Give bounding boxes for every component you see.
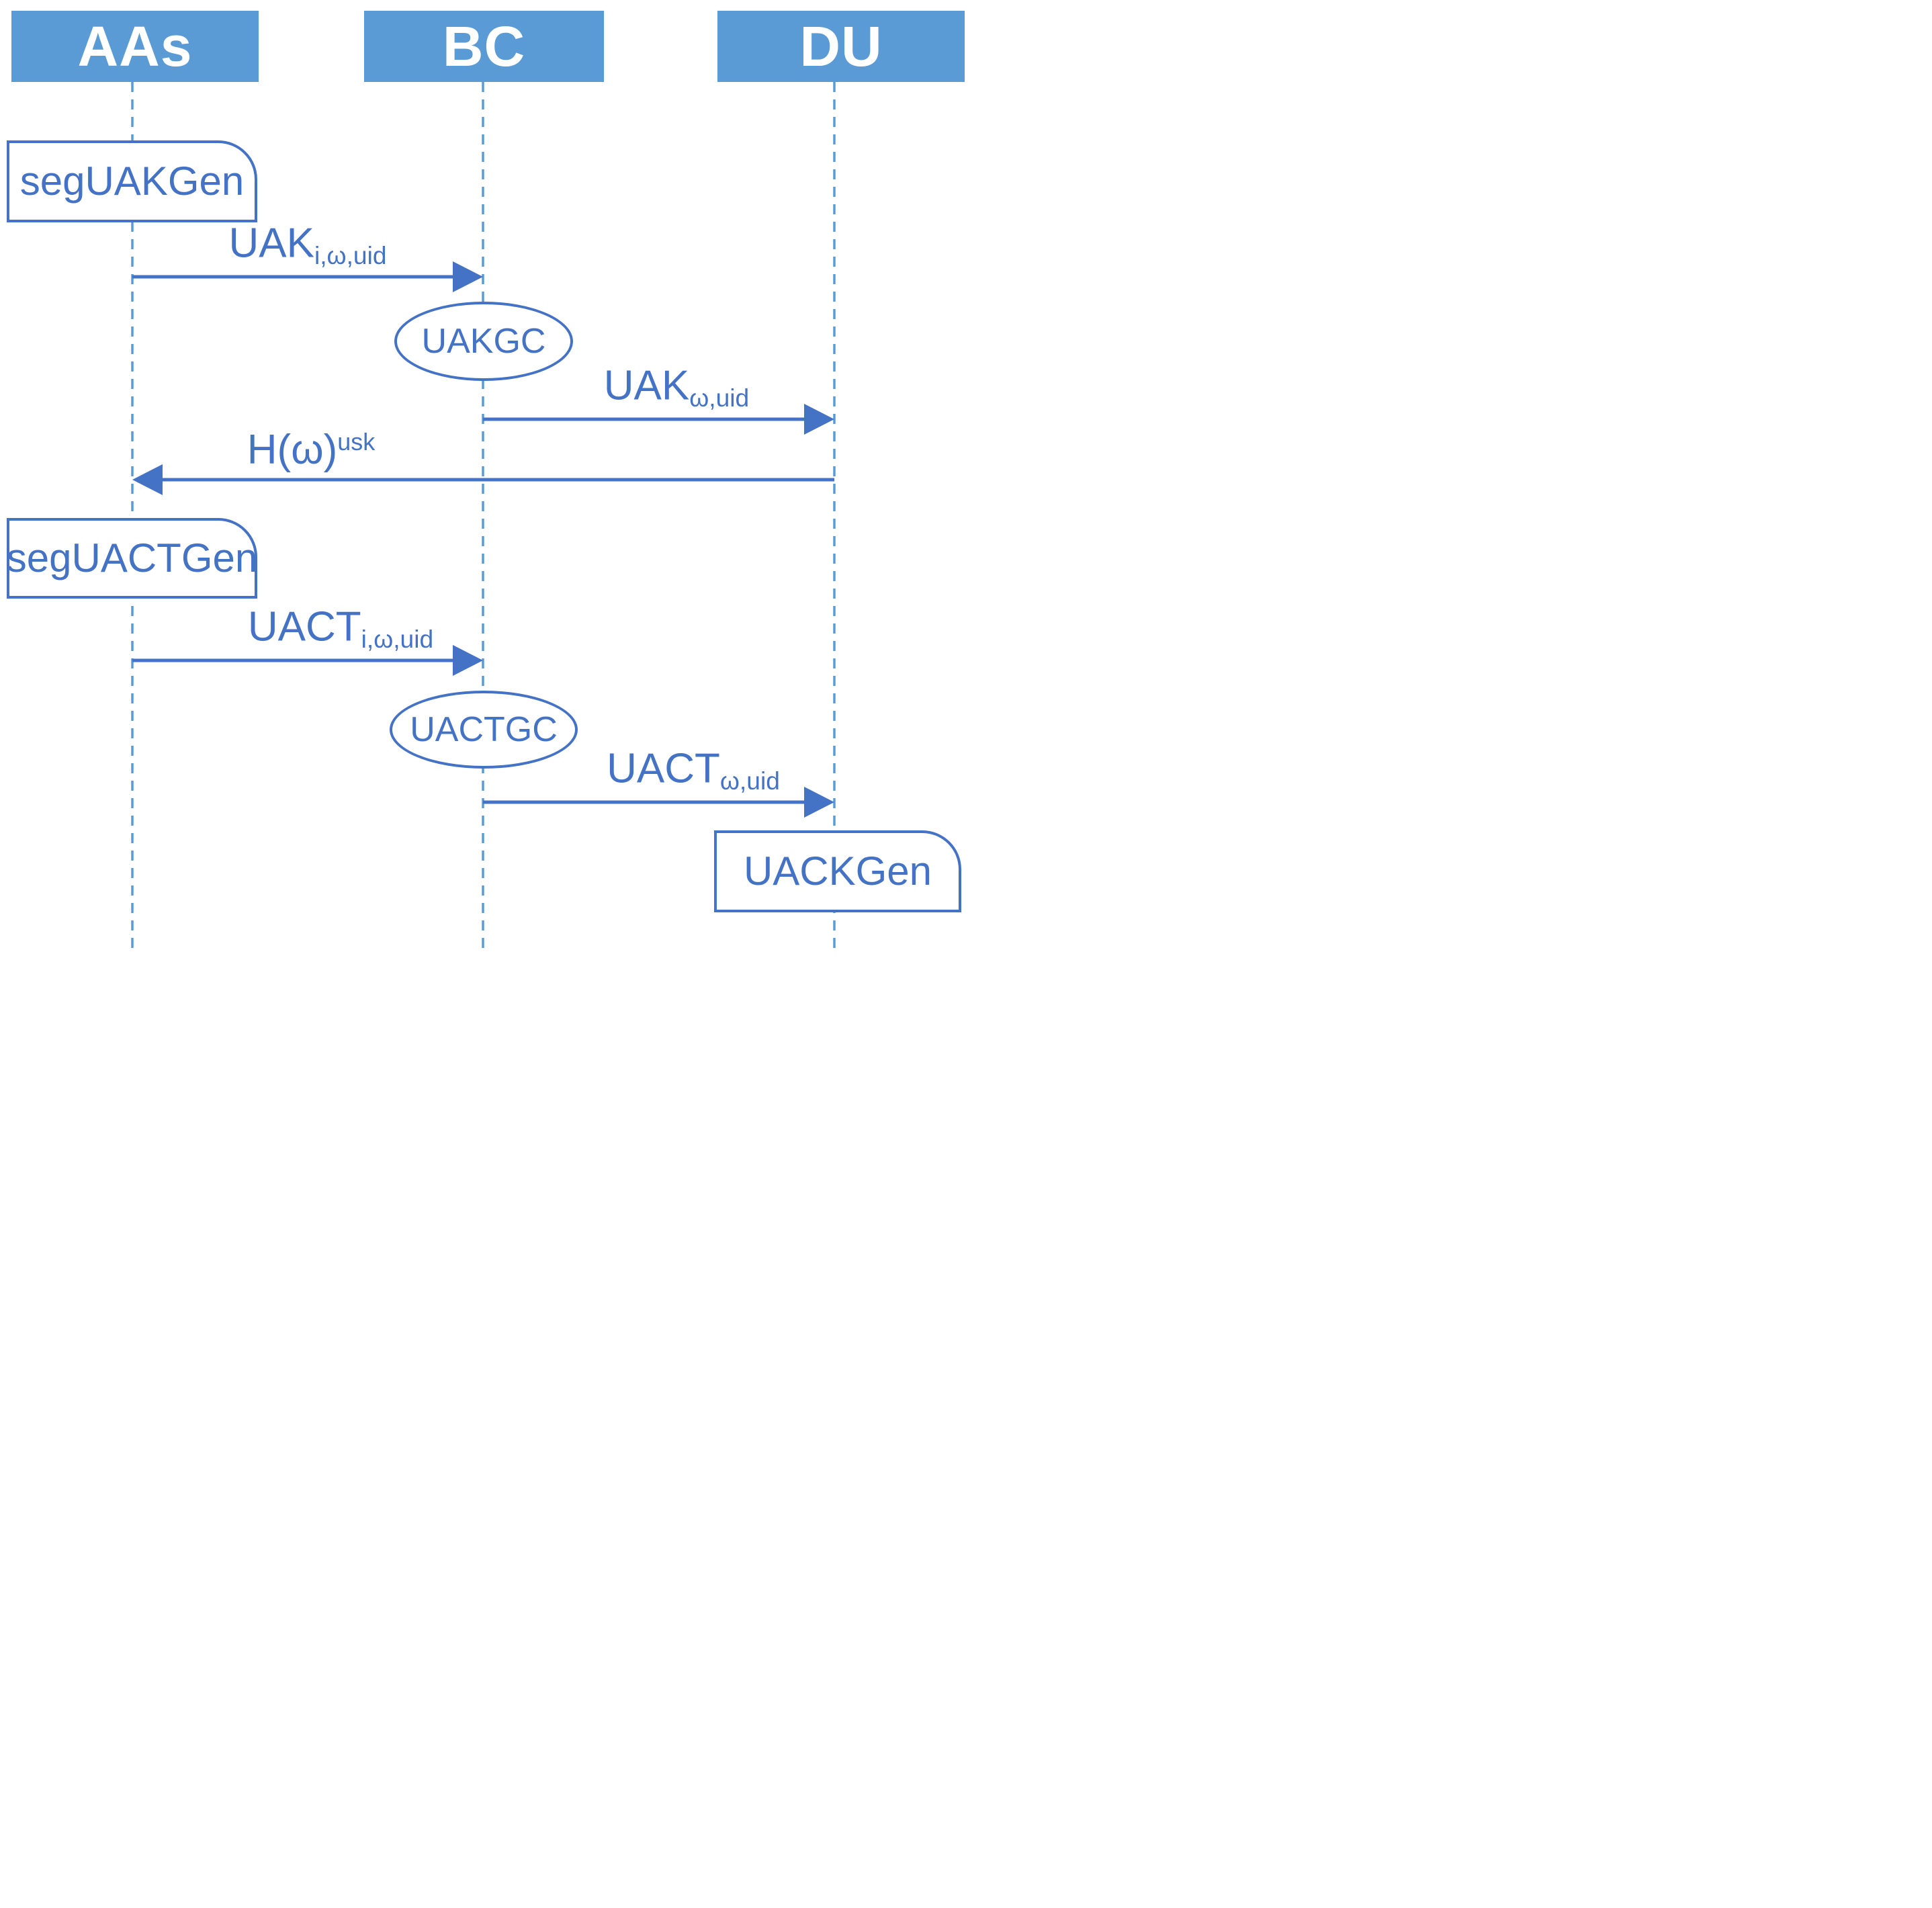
actor-label-aas: AAs: [77, 15, 193, 78]
message-label-subscript: i,ω,uid: [361, 624, 434, 653]
message-label-uact-omega-uid: UACTω,uid: [607, 745, 780, 795]
message-label-uak-i-omega-uid: UAKi,ω,uid: [228, 220, 387, 269]
arrowhead-uact-aas-to-bc: [453, 645, 483, 676]
process-box-label: segUAKGen: [19, 159, 245, 204]
message-label-subscript: ω,uid: [689, 383, 750, 412]
process-box-seguactgen: segUACTGen: [7, 518, 257, 599]
actor-label-du: DU: [799, 15, 883, 78]
arrowhead-uak-bc-to-du: [804, 404, 834, 435]
message-label-subscript: i,ω,uid: [314, 241, 387, 269]
process-box-label: segUACTGen: [6, 535, 258, 580]
message-label-superscript: usk: [337, 428, 376, 456]
actor-header-du: DU: [717, 11, 965, 82]
ellipse-label: UACTGC: [410, 710, 558, 749]
ellipse-uactgc: UACTGC: [390, 691, 578, 769]
message-label-main: H(ω): [247, 426, 338, 473]
arrowhead-h-omega-du-to-aas: [132, 464, 163, 495]
message-label-main: UAK: [603, 362, 690, 409]
actor-header-bc: BC: [364, 11, 604, 82]
message-label-subscript: ω,uid: [719, 766, 780, 795]
message-label-main: UACT: [607, 745, 720, 792]
message-label-main: UAK: [228, 220, 314, 267]
arrowhead-uak-aas-to-bc: [453, 261, 483, 292]
actor-label-bc: BC: [442, 15, 526, 78]
arrowhead-uact-bc-to-du: [804, 787, 834, 818]
process-box-label: UACKGen: [743, 849, 932, 894]
message-label-uak-omega-uid: UAKω,uid: [603, 362, 750, 412]
ellipse-label: UAKGC: [421, 322, 546, 361]
diagram-wires-layer: [131, 82, 836, 954]
process-box-uackgen: UACKGen: [714, 830, 961, 912]
ellipse-uakgc: UAKGC: [394, 302, 573, 381]
message-label-main: UACT: [247, 603, 361, 650]
sequence-diagram: AAs BC DU segUAKGen segUACTGen UACKGen U…: [0, 0, 966, 954]
actor-header-aas: AAs: [11, 11, 259, 82]
message-label-uact-i-omega-uid: UACTi,ω,uid: [248, 605, 433, 652]
process-box-seguakgen: segUAKGen: [7, 140, 257, 222]
message-label-h-omega-usk: H(ω)usk: [247, 428, 375, 472]
